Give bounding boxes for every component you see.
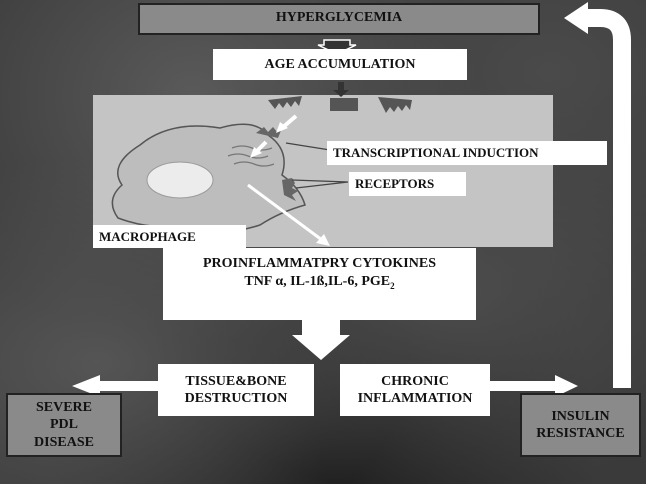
macrophage-label: MACROPHAGE	[93, 225, 246, 248]
age-fragment-2	[330, 98, 358, 111]
cytokines-line1: PROINFLAMMATPRY CYTOKINES	[203, 256, 436, 271]
receptor-right	[282, 178, 298, 201]
severe-line3: DISEASE	[34, 434, 94, 450]
age-fragment-1	[268, 96, 302, 109]
severe-line1: SEVERE	[35, 399, 93, 415]
age-accumulation-box: AGE ACCUMULATION	[213, 49, 467, 80]
severe-line2: PDL	[50, 417, 78, 433]
severe-pdl-disease-box: SEVERE PDL DISEASE	[6, 393, 122, 457]
insulin-resistance-box: INSULIN RESISTANCE	[520, 393, 641, 457]
hyperglycemia-label: HYPERGLYCEMIA	[275, 10, 403, 25]
cytokines-line2-main: TNF α, IL-1ß,IL-6, PGE	[244, 273, 391, 289]
cytokines-line2-sub: 2	[390, 280, 395, 291]
tissue-bone-destruction-box: TISSUE&BONE DESTRUCTION	[158, 364, 314, 416]
transcriptional-induction-text: TRANSCRIPTIONAL INDUCTION	[333, 145, 539, 160]
receptors-text: RECEPTORS	[355, 176, 435, 191]
insulin-line1: INSULIN	[551, 408, 610, 424]
nucleus	[146, 161, 214, 199]
hyperglycemia-box: HYPERGLYCEMIA	[138, 3, 540, 35]
age-fragment-3	[378, 97, 412, 113]
transcriptional-induction-label: TRANSCRIPTIONAL INDUCTION	[327, 141, 607, 165]
receptor-top	[256, 127, 282, 138]
tissue-line2: DESTRUCTION	[184, 391, 288, 406]
cytokines-line2: TNF α, IL-1ß,IL-6, PGE2	[244, 273, 394, 292]
chronic-line1: CHRONIC	[381, 373, 449, 389]
age-accumulation-label: AGE ACCUMULATION	[264, 56, 416, 72]
receptors-label: RECEPTORS	[349, 172, 466, 196]
tissue-line1: TISSUE&BONE	[185, 373, 287, 389]
insulin-line2: RESISTANCE	[536, 426, 625, 441]
macrophage-text: MACROPHAGE	[99, 228, 196, 244]
cytokines-box: PROINFLAMMATPRY CYTOKINES TNF α, IL-1ß,I…	[163, 248, 476, 320]
chronic-inflammation-box: CHRONIC INFLAMMATION	[340, 364, 490, 416]
chronic-line2: INFLAMMATION	[357, 391, 473, 406]
